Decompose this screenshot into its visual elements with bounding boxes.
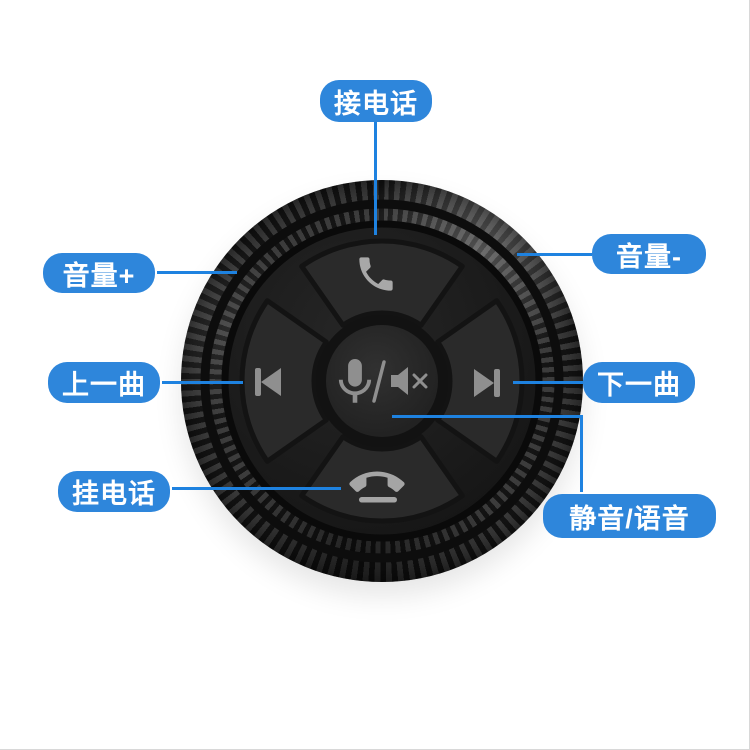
label-volume-down: 音量-	[592, 234, 706, 274]
prev-track-icon	[255, 368, 281, 396]
label-prev-track: 上一曲	[48, 362, 160, 403]
hang-up-button	[299, 434, 465, 524]
callout-line-hang-up	[172, 487, 341, 490]
callout-line-answer-call	[374, 122, 377, 235]
next-track-icon	[474, 369, 500, 397]
label-hang-up: 挂电话	[58, 471, 170, 512]
callout-line-mute-voice-h	[392, 415, 583, 418]
callout-line-volume-up	[157, 271, 237, 274]
slash-divider	[372, 360, 386, 403]
prev-track-button	[239, 298, 329, 464]
callout-line-prev-track	[162, 381, 243, 384]
phone-answer-icon	[359, 257, 393, 291]
callout-line-next-track	[513, 381, 583, 384]
mute-voice-button	[326, 325, 438, 437]
callout-line-mute-voice-v	[580, 415, 583, 492]
mute-speaker-icon	[391, 367, 428, 395]
callout-line-volume-down	[517, 253, 592, 256]
label-mute-voice: 静音/语音	[543, 494, 716, 538]
mic-icon	[338, 359, 372, 403]
phone-hangup-icon	[349, 471, 405, 503]
label-next-track: 下一曲	[583, 362, 695, 403]
device-face	[200, 199, 564, 563]
mic-mute-icon	[338, 359, 428, 403]
label-answer-call: 接电话	[320, 80, 432, 122]
label-volume-up: 音量+	[43, 253, 155, 293]
